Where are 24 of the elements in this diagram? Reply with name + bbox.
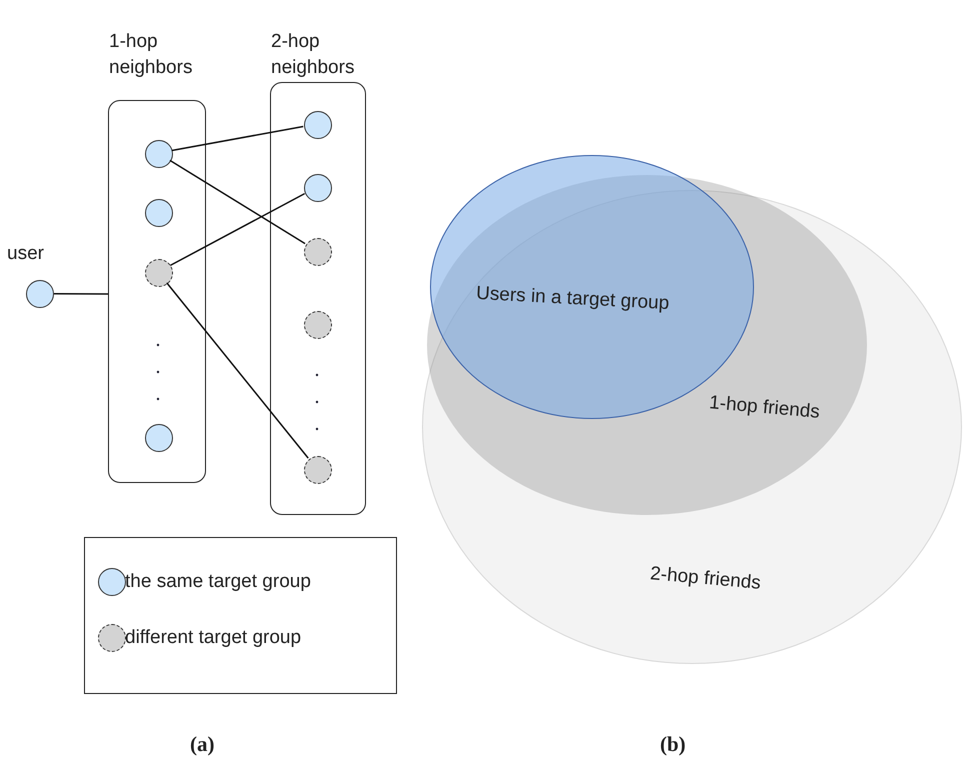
legend-text: the same target group — [125, 570, 311, 594]
neighbor-node-circle — [145, 140, 173, 168]
neighbor-node-circle — [304, 111, 332, 139]
neighbor-node-circle — [304, 174, 332, 202]
set-label: 1-hop friends — [708, 391, 821, 425]
group-heading: 2-hop neighbors — [271, 30, 356, 80]
neighbor-node-circle — [145, 199, 173, 227]
legend-text: different target group — [125, 626, 302, 650]
neighbor-node-circle — [145, 424, 173, 452]
connector-line — [170, 160, 306, 244]
neighbor-node-circle — [145, 259, 173, 287]
panel-caption: (b) — [660, 731, 686, 757]
connector-line — [172, 126, 304, 152]
neighbor-node-circle — [304, 238, 332, 266]
connector-line — [170, 192, 305, 266]
neighbor-node-circle — [304, 456, 332, 484]
set-label: Users in a target group — [475, 282, 670, 316]
neighbor-node-circle — [304, 311, 332, 339]
panel-caption: (a) — [190, 731, 214, 757]
group-heading: 1-hop neighbors — [109, 30, 194, 80]
set-label: 2-hop friends — [649, 562, 762, 596]
node-label: user — [7, 242, 44, 266]
connector-line — [166, 282, 309, 459]
connector-line — [54, 292, 108, 295]
